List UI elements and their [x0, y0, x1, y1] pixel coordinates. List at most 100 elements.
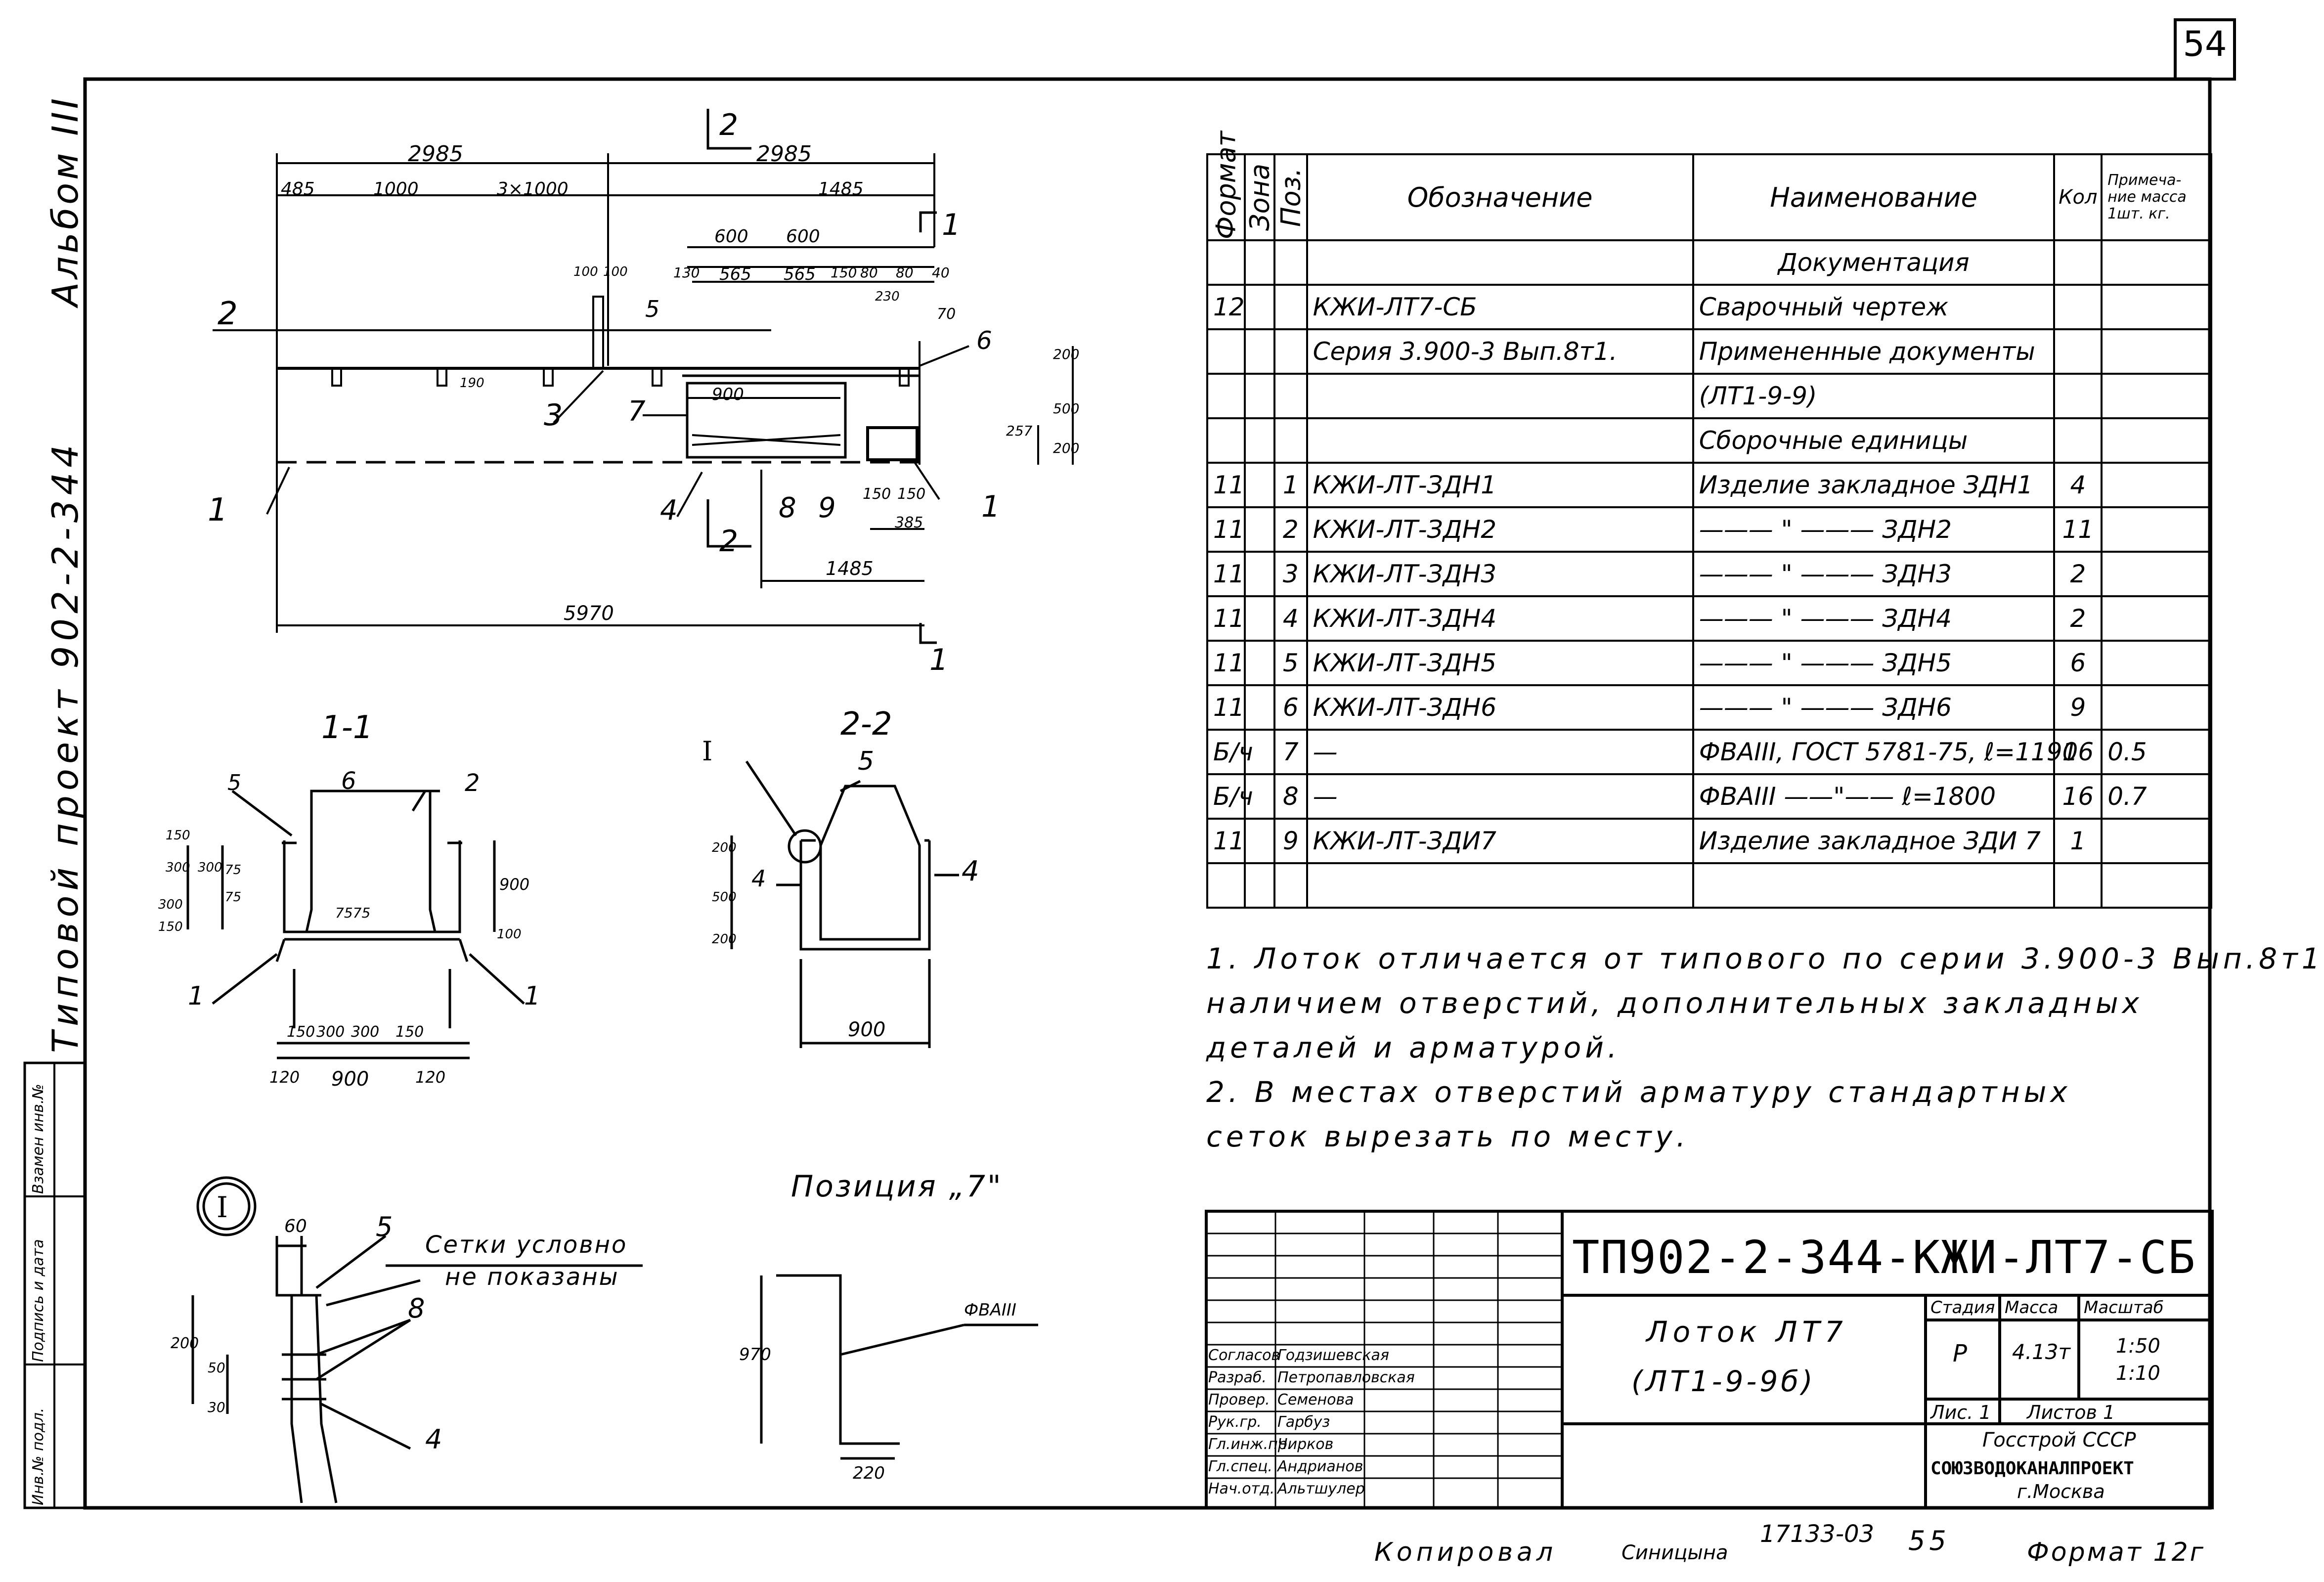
staff-name: Альтшулер: [1277, 1480, 1365, 1497]
callout-1-right: 1: [981, 489, 1001, 524]
s11-dim-300d: 300: [316, 1023, 345, 1041]
spec-cell-designation: КЖИ-ЛТ-ЗДН3: [1306, 551, 1694, 597]
spec-cell-format: 11: [1206, 595, 1246, 642]
staff-role: Провер.: [1208, 1391, 1270, 1408]
callout-2: 2: [218, 296, 238, 332]
spec-cell-designation: КЖИ-ЛТ-ЗДН1: [1306, 462, 1694, 508]
s11-dim-900v: 900: [499, 875, 530, 894]
table-row: Документация: [1206, 239, 2212, 286]
spec-cell-zone: [1243, 640, 1276, 686]
s22-dim-900: 900: [848, 1018, 886, 1041]
spec-cell-zone: [1243, 417, 1276, 464]
node-callout-8: 8: [408, 1293, 425, 1324]
spec-cell-pos: [1273, 417, 1308, 464]
spec-cell-format: 11: [1206, 462, 1246, 508]
spec-cell-designation: КЖИ-ЛТ7-СБ: [1306, 284, 1694, 330]
section-mark-1-top: 1: [942, 208, 961, 242]
s22-node-I: I: [702, 736, 713, 767]
section-1-1-title: 1-1: [321, 709, 373, 746]
spec-cell-note: [2101, 595, 2212, 642]
spec-header-qty: Кол: [2053, 153, 2103, 241]
spec-cell-qty: [2053, 373, 2103, 419]
staff-name: Гарбуз: [1277, 1413, 1330, 1431]
callout-6: 6: [976, 326, 992, 355]
spec-cell-format: [1206, 417, 1246, 464]
spec-cell-pos: 1: [1273, 462, 1308, 508]
spec-cell-zone: [1243, 506, 1276, 553]
org-line-2: СОЮЗВОДОКАНАЛПРОЕКТ: [1930, 1458, 2134, 1479]
spec-cell-name: ФВАIII, ГОСТ 5781-75, ℓ=1190: [1692, 729, 2078, 775]
spec-cell-name: Изделие закладное ЗДН1: [1692, 462, 2056, 508]
staff-role: Гл.инж.пр.: [1208, 1436, 1292, 1453]
mass-value: 4.13т: [2012, 1340, 2070, 1364]
spec-cell-designation: —: [1306, 729, 1694, 775]
order-number: 17133-03: [1760, 1520, 1875, 1548]
s11-dim-120b: 120: [415, 1068, 446, 1087]
spec-cell-designation: КЖИ-ЛТ-ЗДН2: [1306, 506, 1694, 553]
copier-name: Синицына: [1622, 1541, 1728, 1564]
s11-dim-300b: 300: [198, 860, 222, 875]
spec-cell-pos: [1273, 328, 1308, 375]
callout-3: 3: [544, 398, 563, 433]
spec-cell-zone: [1243, 729, 1276, 775]
s11-callout-6: 6: [341, 767, 356, 795]
note-line-5: сеток вырезать по месту.: [1206, 1120, 1690, 1153]
scale-value-2: 1:10: [2116, 1362, 2160, 1385]
spec-cell-name: Документация: [1692, 239, 2056, 286]
s11-dim-150c: 150: [287, 1023, 315, 1041]
page-ref: 55: [1908, 1525, 1950, 1556]
spec-cell-format: Б/ч: [1206, 773, 1253, 820]
s11-callout-5: 5: [227, 770, 241, 795]
table-row: Серия 3.900-3 Вып.8т1.Примененные докуме…: [1206, 328, 2212, 375]
item-name-2: (ЛТ1-9-9б): [1631, 1364, 1816, 1398]
s11-dim-150d: 150: [395, 1023, 424, 1041]
s11-dim-150a: 150: [166, 828, 190, 843]
spec-cell-note: [2101, 684, 2212, 731]
dim-257: 257: [1006, 423, 1033, 439]
dim-565b: 565: [784, 264, 816, 284]
spec-header-designation: Обозначение: [1306, 153, 1694, 241]
dim-1485-top: 1485: [818, 179, 864, 199]
section-mark-2-top: 2: [719, 108, 739, 142]
spec-cell-name: ФВАIII ——"—— ℓ=1800: [1692, 773, 2056, 820]
spec-cell-zone: [1243, 862, 1276, 909]
spec-cell-note: [2101, 506, 2212, 553]
dim-3x1000: 3×1000: [497, 179, 569, 199]
sheets-label: Листов 1: [2027, 1402, 2115, 1423]
spec-cell-qty: 1: [2053, 818, 2103, 864]
s22-callout-4-right: 4: [962, 855, 979, 887]
s11-dim-150b: 150: [158, 920, 183, 934]
spec-cell-qty: 2: [2053, 551, 2103, 597]
spec-cell-zone: [1243, 684, 1276, 731]
dim-385: 385: [895, 514, 923, 531]
table-row: Сборочные единицы: [1206, 417, 2212, 464]
dim-150c: 150: [897, 485, 926, 503]
specification-table: Формат Зона Поз. Обозначение Наименовани…: [1206, 131, 2212, 909]
s11-dim-75b: 75: [225, 890, 242, 905]
spec-cell-pos: 4: [1273, 595, 1308, 642]
dim-500: 500: [1053, 400, 1080, 417]
staff-row: Гл.инж.пр.Чирков: [1206, 1434, 1562, 1456]
s22-dim-200b: 200: [712, 932, 737, 947]
spec-cell-name: ——— " ——— ЗДН6: [1692, 684, 2056, 731]
spec-cell-name: Сварочный чертеж: [1692, 284, 2056, 330]
spec-cell-name: Сборочные единицы: [1692, 417, 2056, 464]
spec-cell-note: [2101, 862, 2212, 909]
spec-cell-pos: [1273, 373, 1308, 419]
spec-cell-name: ——— " ——— ЗДН2: [1692, 506, 2056, 553]
spec-cell-qty: [2053, 284, 2103, 330]
pos7-dim-970: 970: [739, 1345, 771, 1364]
format-label: Формат 12г: [2027, 1538, 2205, 1567]
node-note-line1: Сетки условно: [425, 1231, 628, 1259]
dim-190: 190: [460, 376, 484, 391]
staff-name: Семенова: [1277, 1391, 1354, 1408]
dim-900-plan: 900: [712, 385, 744, 404]
spec-cell-name: ——— " ——— ЗДН4: [1692, 595, 2056, 642]
spec-cell-pos: [1273, 239, 1308, 286]
